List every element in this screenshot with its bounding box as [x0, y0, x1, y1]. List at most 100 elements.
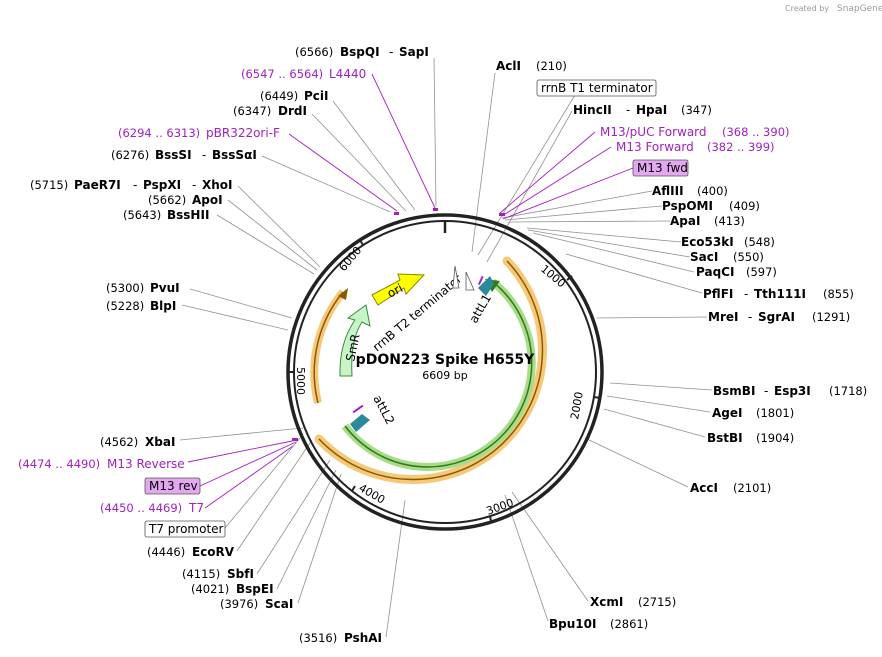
- smr-label: SmR: [343, 333, 362, 363]
- drdi-pos: (6347): [233, 104, 271, 118]
- site-m13-reverse[interactable]: (4474 .. 4490) M13 Reverse: [18, 457, 185, 471]
- site-apoi[interactable]: (5662) ApoI: [148, 193, 223, 207]
- leader-hincii: [486, 110, 573, 263]
- acci-pos: (2101): [733, 481, 771, 495]
- site-xbai[interactable]: (4562) XbaI: [100, 435, 175, 449]
- scale-ticks: [289, 239, 601, 522]
- attl2-label: attL2: [370, 393, 397, 427]
- attl1-feature[interactable]: [478, 276, 494, 296]
- snapgene-credit[interactable]: Created by SnapGene: [785, 4, 882, 14]
- leader-xbai: [179, 427, 304, 441]
- smr-feature[interactable]: [339, 304, 371, 377]
- site-bspqi[interactable]: (6566) BspQI - SapI: [295, 45, 429, 59]
- leader-sbfi: [256, 459, 331, 575]
- saci-name: SacI: [690, 250, 718, 264]
- tick-mark-4000: [351, 485, 356, 492]
- ecorv-pos: (4446): [147, 545, 185, 559]
- site-mrei[interactable]: MreI - SgrAI (1291): [708, 310, 850, 324]
- attl2-feature[interactable]: [350, 414, 370, 432]
- blpi-name: BlpI: [150, 299, 176, 313]
- m13-fwd-mark: [499, 213, 505, 216]
- leader-ecorv: [236, 439, 313, 552]
- pflfi-alias: Tth111I: [754, 287, 806, 301]
- site-bsshii[interactable]: (5643) BssHII: [123, 208, 209, 222]
- site-t7-promoter[interactable]: T7 promoter: [144, 520, 226, 538]
- bsmbi-dash: -: [764, 384, 768, 398]
- paer7i-name: PaeR7I: [74, 178, 121, 192]
- site-bstbi[interactable]: BstBI (1904): [707, 431, 794, 445]
- tick-mark-2000: [593, 396, 601, 399]
- site-t7[interactable]: (4450 .. 4469) T7: [100, 501, 204, 515]
- m13fwd-name: M13 Forward: [616, 140, 694, 154]
- site-blpi[interactable]: (5228) BlpI: [106, 299, 176, 313]
- site-bsssi[interactable]: (6276) BssSI - BssSαI: [111, 148, 257, 162]
- paer7i-alias2: XhoI: [202, 178, 233, 192]
- tick-5000: 5000: [294, 367, 307, 395]
- leader-bsssi: [261, 155, 391, 213]
- agei-pos: (1801): [756, 406, 794, 420]
- site-acci[interactable]: AccI (2101): [690, 481, 771, 495]
- site-pcii[interactable]: (6449) PciI: [260, 89, 329, 103]
- site-drdi[interactable]: (6347) DrdI: [233, 104, 307, 118]
- site-eco53ki[interactable]: Eco53kI (548): [681, 235, 775, 249]
- rrnbt1-name: rrnB T1 terminator: [541, 81, 653, 95]
- xcmi-pos: (2715): [638, 595, 676, 609]
- attl2-primer-mark: [352, 404, 364, 414]
- leader-apai: [506, 220, 671, 223]
- leader-bpu10i: [504, 494, 549, 622]
- leader-bsshii: [216, 214, 315, 275]
- left-orange-band[interactable]: [310, 289, 347, 404]
- t7-name: T7: [188, 501, 204, 515]
- m13fwd-pos: (382 .. 399): [707, 140, 775, 154]
- drdi-name: DrdI: [278, 104, 307, 118]
- site-bsmbi[interactable]: BsmBI - Esp3I (1718): [713, 384, 867, 398]
- tick-mark-3000: [489, 515, 492, 522]
- paqci-pos: (597): [746, 265, 777, 279]
- apai-pos: (413): [714, 214, 745, 228]
- sbfi-pos: (4115): [182, 567, 220, 581]
- backbone-outer: [286, 213, 604, 531]
- credit-prefix: Created by: [785, 4, 829, 13]
- site-hincii[interactable]: HincII - HpaI (347): [573, 103, 712, 117]
- site-xcmi[interactable]: XcmI (2715): [590, 595, 676, 609]
- bspei-name: BspEI: [236, 582, 274, 596]
- site-bpu10i[interactable]: Bpu10I (2861): [549, 617, 648, 631]
- site-scai[interactable]: (3976) ScaI: [220, 597, 293, 611]
- site-rrnb-t1[interactable]: rrnB T1 terminator: [536, 79, 657, 97]
- site-pbr322ori-f[interactable]: (6294 .. 6313) pBR322ori-F: [118, 126, 280, 140]
- site-l4440[interactable]: (6547 .. 6564) L4440: [241, 67, 366, 81]
- site-ecorv[interactable]: (4446) EcoRV: [147, 545, 235, 559]
- pflfi-pos: (855): [823, 287, 854, 301]
- tick-mark-6000: [359, 239, 364, 246]
- site-pvui[interactable]: (5300) PvuI: [106, 281, 180, 295]
- leader-agei: [606, 395, 711, 413]
- ori-feature[interactable]: [371, 273, 426, 306]
- site-saci[interactable]: SacI (550): [690, 250, 764, 264]
- acci-name: AccI: [690, 481, 718, 495]
- leader-aflii: [501, 190, 653, 219]
- site-m13-fwd-box[interactable]: M13 fwd: [632, 159, 689, 177]
- rrnbt1-box: [536, 79, 657, 97]
- pbr322-pos: (6294 .. 6313): [118, 126, 200, 140]
- site-m13-rev-box[interactable]: M13 rev: [144, 477, 201, 495]
- site-paer7i[interactable]: (5715) PaeR7I - PspXI - XhoI: [30, 178, 233, 192]
- xcmi-name: XcmI: [590, 595, 623, 609]
- paer7i-alias1: PspXI: [143, 178, 181, 192]
- site-acli[interactable]: AclI (210): [496, 59, 567, 73]
- site-pspomi[interactable]: PspOMI (409): [662, 199, 760, 213]
- site-pflfi[interactable]: PflFI - Tth111I (855): [703, 287, 854, 301]
- site-sbfi[interactable]: (4115) SbfI: [182, 567, 254, 581]
- terminator-mark-1: [452, 265, 460, 289]
- leader-bsmbi: [609, 382, 713, 391]
- pshai-pos: (3516): [299, 631, 337, 645]
- site-paqci[interactable]: PaqCI (597): [696, 265, 777, 279]
- site-m13-puc-forward[interactable]: M13/pUC Forward (368 .. 390): [600, 125, 790, 139]
- site-apai[interactable]: ApaI (413): [670, 214, 745, 228]
- site-agei[interactable]: AgeI (1801): [712, 406, 794, 420]
- plasmid-length: 6609 bp: [422, 369, 467, 382]
- site-m13-forward[interactable]: M13 Forward (382 .. 399): [616, 140, 775, 154]
- site-aflii[interactable]: AflIII (400): [652, 184, 728, 198]
- site-bspei[interactable]: (4021) BspEI: [191, 582, 274, 596]
- site-pshai[interactable]: (3516) PshAI: [299, 631, 382, 645]
- bsssi-alias: BssSαI: [212, 148, 257, 162]
